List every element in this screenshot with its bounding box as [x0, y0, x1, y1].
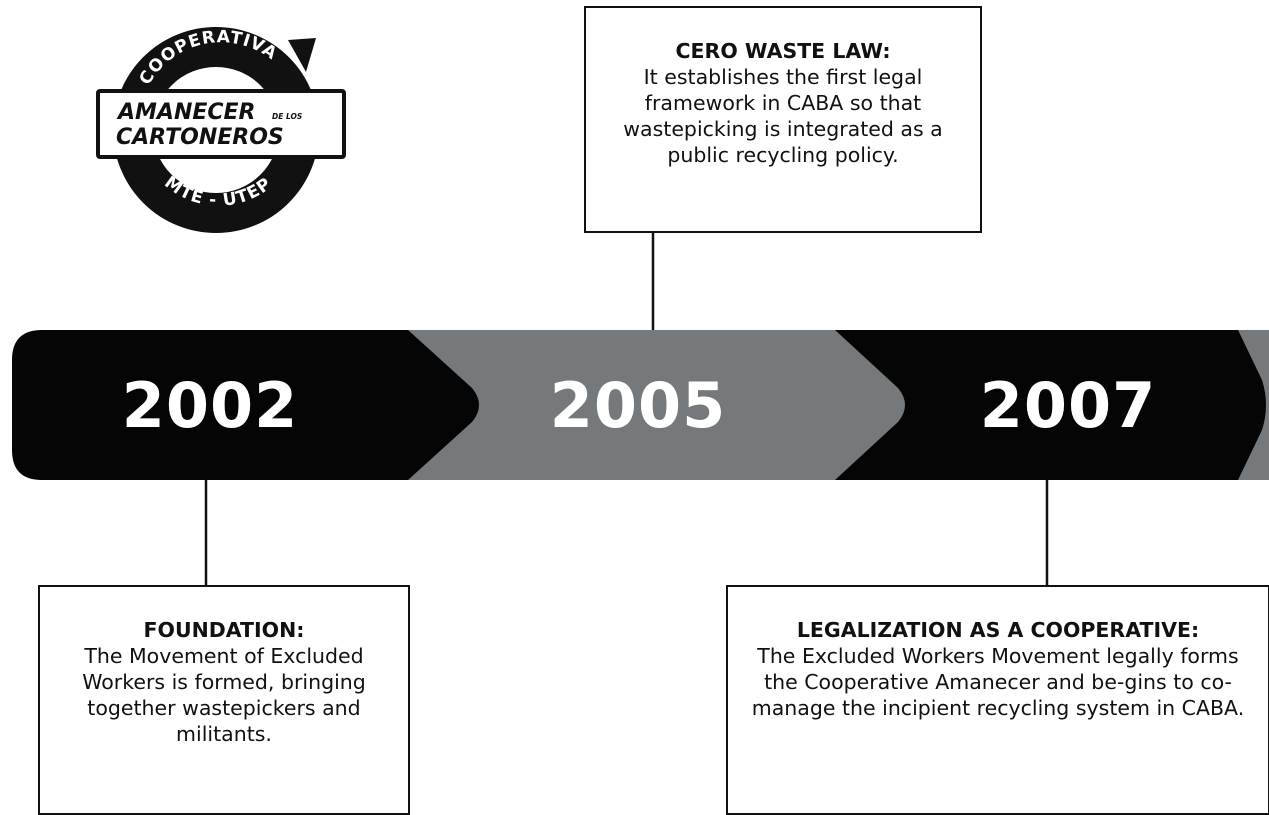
event-title-2002: FOUNDATION: — [143, 618, 305, 642]
year-label-2002: 2002 — [121, 368, 299, 442]
cooperativa-logo: COOPERATIVA MTE - UTEP AMANECER DE LOS C… — [96, 27, 346, 233]
event-box-2002: FOUNDATION: The Movement of Excluded Wor… — [38, 585, 410, 815]
timeline-segment-2002 — [12, 330, 479, 480]
timeline-segment-next — [1238, 330, 1269, 480]
year-label-2005: 2005 — [549, 368, 727, 442]
logo-name-line2: CARTONEROS — [116, 125, 284, 150]
logo-name-line1: AMANECER — [116, 100, 256, 125]
event-body-2002: The Movement of Excluded Workers is form… — [82, 644, 366, 746]
timeline-segment-2005 — [380, 330, 905, 480]
event-box-2007: LEGALIZATION AS A COOPERATIVE: The Exclu… — [726, 585, 1269, 815]
logo-name-suffix: DE LOS — [272, 112, 302, 121]
event-body-2005: It establishes the first legal framework… — [623, 65, 943, 167]
event-box-2005: CERO WASTE LAW: It establishes the first… — [584, 6, 982, 233]
year-label-2007: 2007 — [979, 368, 1157, 442]
logo-arrow-icon — [288, 38, 316, 72]
event-title-2005: CERO WASTE LAW: — [675, 39, 891, 63]
timeline-segment-2007 — [800, 330, 1269, 480]
event-title-2007: LEGALIZATION AS A COOPERATIVE: — [796, 618, 1200, 642]
event-body-2007: The Excluded Workers Movement legally fo… — [751, 644, 1245, 720]
